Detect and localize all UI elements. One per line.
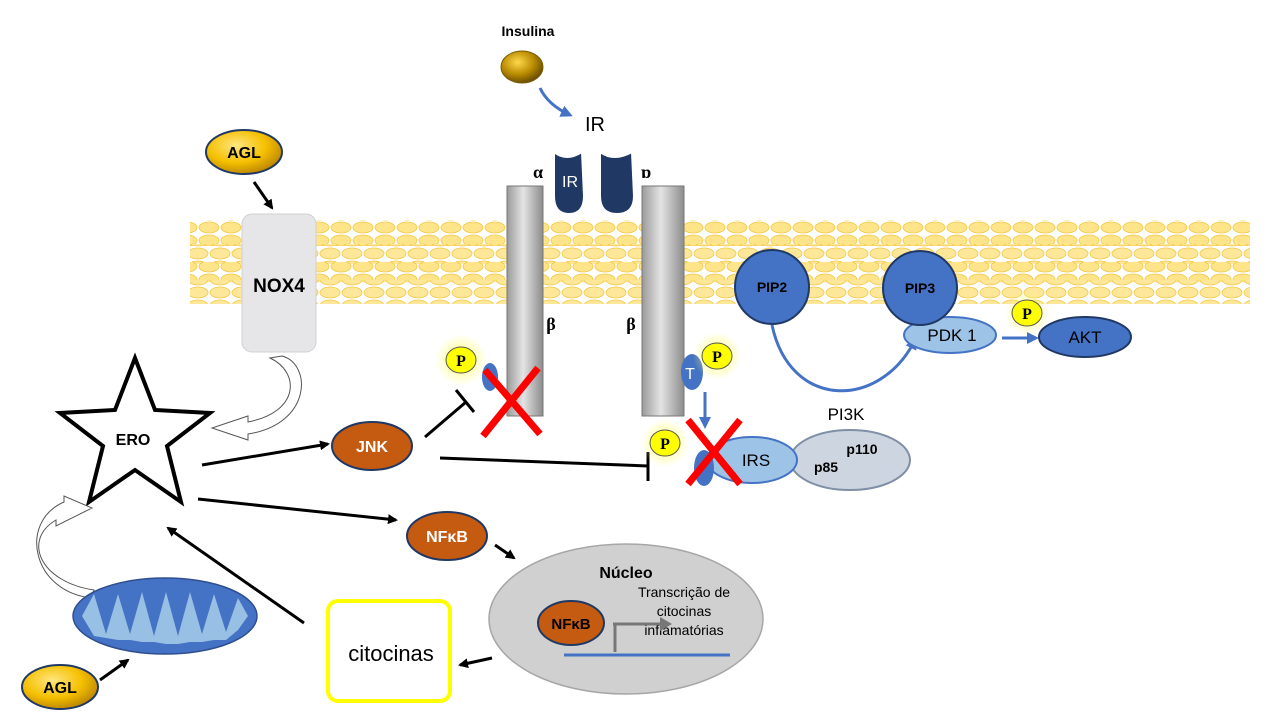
agl-top-label: AGL [227, 145, 261, 162]
pip2-label: PIP2 [757, 279, 788, 295]
nfkb-to-nucleus-arrow [494, 543, 516, 560]
phospho-akt [1011, 299, 1043, 327]
phospho-right [701, 342, 733, 370]
inhibition-x-receptor [480, 365, 543, 439]
nucleus-to-cytokines-arrow [458, 656, 493, 669]
transcription-start-arrow [613, 617, 672, 652]
nucleus-title: Núcleo [599, 565, 653, 582]
transcription-line-1: Transcrição de [638, 584, 730, 600]
ero-to-nfkb-arrow [197, 497, 398, 525]
nox4-to-ero-arrow [210, 355, 302, 441]
threonine-right-label: T [685, 366, 695, 383]
nfkb-label: NFκB [426, 529, 468, 546]
cytokines-to-ero-arrow [166, 526, 305, 625]
jnk-inhibit-irs [439, 452, 650, 481]
receptor-beta-left [506, 185, 544, 417]
nfkb-node [406, 511, 488, 561]
akt-label: AKT [1068, 328, 1101, 347]
agl-top-node [205, 129, 283, 175]
jnk-node [331, 421, 413, 471]
ero-to-jnk-arrow [201, 440, 330, 467]
pdk1-node [903, 316, 997, 354]
nox4-box [241, 213, 317, 353]
p85-label: p85 [814, 459, 838, 475]
insulin-arrow [538, 87, 573, 117]
jnk-label: JNK [356, 439, 388, 456]
cytokines-label: citocinas [348, 641, 434, 666]
pip3-label: PIP3 [905, 280, 936, 296]
phospho-right-label: P [712, 349, 722, 366]
nfkb-nucleus-label: NFκB [551, 616, 590, 633]
pi3k-complex [789, 429, 911, 491]
p110-label: p110 [846, 441, 877, 457]
alpha-left-label: α [533, 162, 543, 182]
cell-membrane [190, 220, 1250, 304]
pi3k-label: PI3K [828, 405, 866, 424]
ero-label: ERO [116, 432, 151, 449]
pip2-node [734, 249, 810, 325]
agl-bottom-label: AGL [43, 680, 77, 697]
beta-right-label: β [626, 314, 635, 334]
agl-to-mito-arrow [99, 658, 130, 682]
phospho-akt-label: P [1022, 306, 1032, 323]
inhibition-x-irs [685, 417, 743, 487]
receptor-beta-right [641, 185, 685, 417]
insulin-label: Insulina [502, 23, 555, 39]
phospho-irs [649, 429, 681, 457]
cytokines-box [326, 599, 452, 703]
pip3-node [882, 250, 958, 326]
pip2-to-pip3-arrow [770, 324, 917, 393]
mito-to-ero-arrow [36, 495, 95, 599]
phospho-left [445, 346, 477, 374]
phospho-left-label: P [456, 353, 466, 370]
beta-left-label: β [546, 314, 555, 334]
akt-node [1038, 316, 1132, 358]
agl-to-nox4-arrow [252, 181, 274, 210]
alpha-right-label: ɒ [641, 162, 651, 182]
insulin-receptor-alpha [553, 149, 636, 216]
transcription-line-2: citocinas [657, 603, 711, 619]
nox4-label: NOX4 [253, 276, 305, 297]
agl-bottom-node [21, 664, 99, 710]
ir-receptor-label: IR [562, 174, 578, 191]
insulin-molecule [500, 50, 544, 84]
jnk-inhibit-receptor [424, 389, 476, 439]
ir-label: IR [585, 114, 605, 136]
phospho-irs-label: P [660, 436, 670, 453]
irs-label: IRS [742, 451, 770, 470]
pdk1-label: PDK 1 [927, 326, 976, 345]
nfkb-nucleus-node [537, 600, 605, 646]
mitochondrion [72, 577, 258, 655]
ero-star [54, 352, 216, 507]
